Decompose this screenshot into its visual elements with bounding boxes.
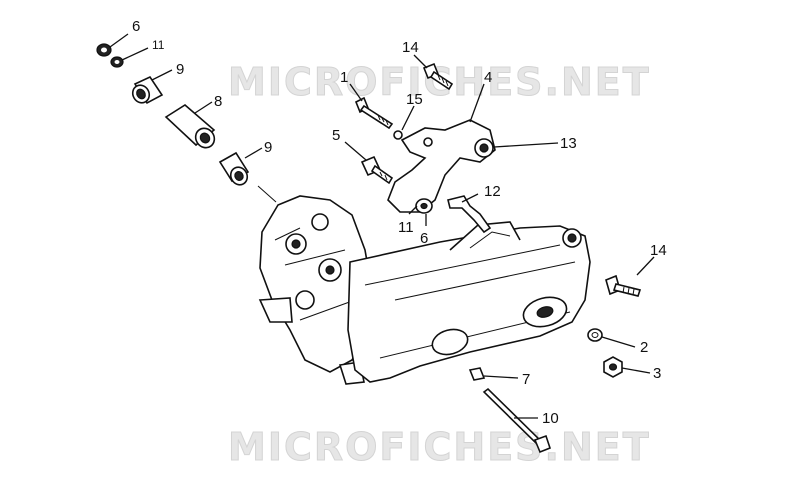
callout-14-top: 14	[402, 39, 419, 56]
assembly-guide-line	[257, 185, 277, 203]
washer-part-15	[393, 130, 403, 140]
washer-part-2	[587, 328, 603, 342]
bolt-part-14-right	[605, 274, 642, 297]
bracket-part-12	[447, 195, 492, 234]
bushing-part-9-lower	[218, 151, 250, 186]
callout-13: 13	[560, 135, 577, 152]
callout-11-top: 11	[152, 38, 165, 52]
bolt-part-5	[360, 155, 394, 185]
plug-part-7	[468, 367, 486, 381]
callout-2: 2	[640, 339, 648, 356]
bracket-part-4	[387, 119, 496, 213]
nut-part-3	[603, 356, 623, 378]
watermark-bottom: MICROFICHES.NET	[228, 425, 651, 469]
callout-9-lower: 9	[264, 139, 272, 156]
callout-11-mid: 11	[398, 219, 414, 236]
bolt-part-14-top	[422, 62, 454, 91]
washer-part-11-top	[110, 56, 124, 68]
callout-4: 4	[484, 69, 492, 86]
leader-lines	[109, 33, 655, 419]
spacer-tube-part-8	[164, 104, 216, 149]
callout-14-right: 14	[650, 242, 667, 259]
bushing-part-9-top	[131, 75, 164, 105]
engine-crankcase	[258, 195, 591, 385]
nut-part-6-mid	[415, 198, 433, 214]
callout-8: 8	[214, 93, 222, 110]
callout-6-mid: 6	[420, 230, 428, 247]
callout-1: 1	[340, 69, 348, 86]
callout-6-top: 6	[132, 18, 140, 35]
callout-15: 15	[406, 91, 423, 108]
callout-10: 10	[542, 410, 559, 427]
callout-12: 12	[484, 183, 501, 200]
callout-5: 5	[332, 127, 340, 144]
nut-part-6-top	[96, 43, 112, 57]
callout-9-top: 9	[176, 61, 184, 78]
callout-7: 7	[522, 371, 530, 388]
callout-3: 3	[653, 365, 661, 382]
